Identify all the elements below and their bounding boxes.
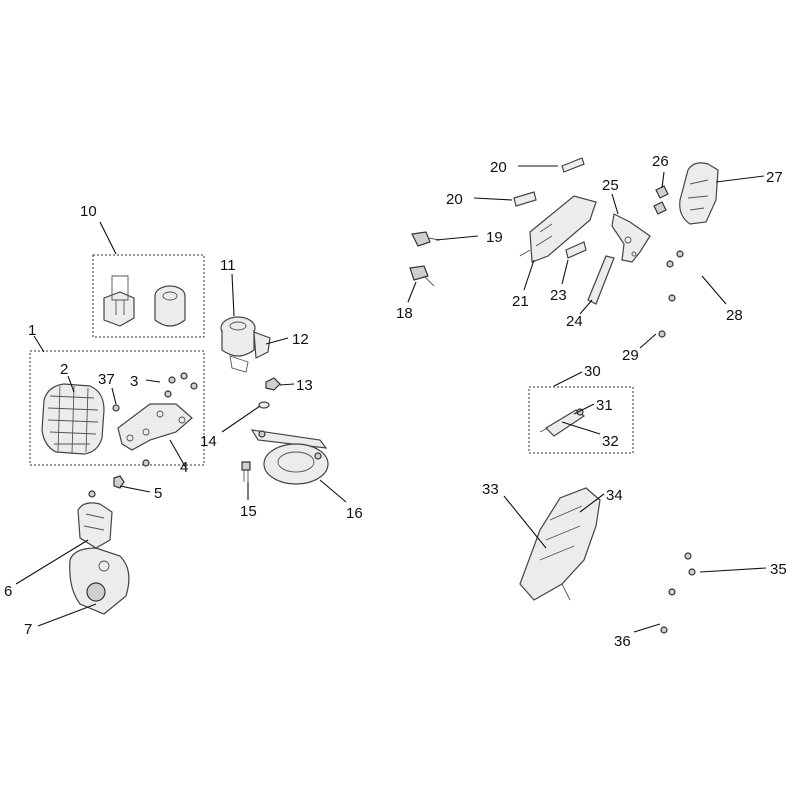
- callout-19: 19: [486, 229, 503, 246]
- callout-37: 37: [98, 371, 115, 388]
- callout-33: 33: [482, 481, 499, 498]
- part-26-nuts: [653, 185, 669, 215]
- part-18-bolt: [409, 265, 435, 287]
- part-28-screws: [666, 250, 684, 302]
- callout-24: 24: [566, 313, 583, 330]
- part-13-nut: [265, 377, 281, 391]
- callout-labels: 1 2 3 4 5 6 7 10 11 12 13 14 15 16 18 19…: [4, 153, 787, 650]
- part-37-screw: [112, 404, 120, 412]
- callout-20-lower: 20: [446, 191, 463, 208]
- part-27-housing: [679, 162, 719, 225]
- callout-5: 5: [154, 485, 162, 502]
- part-25-bracket: [611, 213, 651, 263]
- callout-14: 14: [200, 433, 217, 450]
- callout-13: 13: [296, 377, 313, 394]
- callout-11: 11: [220, 257, 236, 274]
- callout-16: 16: [346, 505, 363, 522]
- callout-10: 10: [80, 203, 97, 220]
- part-15-bolt: [241, 461, 251, 482]
- callout-36: 36: [614, 633, 631, 650]
- group-box-30: [528, 386, 634, 454]
- part-20-pad-lower: [513, 191, 537, 207]
- part-20-pad-upper: [561, 157, 585, 173]
- part-36-screws: [660, 588, 676, 634]
- part-29-screw: [658, 330, 666, 338]
- part-7-lower-housing: [69, 547, 130, 615]
- callout-27: 27: [766, 169, 783, 186]
- part-4-bracket: [117, 403, 193, 451]
- callout-23: 23: [550, 287, 567, 304]
- part-6-upper-housing: [77, 502, 113, 549]
- part-5-nut: [88, 459, 150, 498]
- callout-2: 2: [60, 361, 68, 378]
- part-21-mount: [519, 195, 597, 263]
- part-33-34-cover: [519, 487, 601, 601]
- callout-34: 34: [606, 487, 623, 504]
- leader-lines: [15, 165, 767, 633]
- callout-15: 15: [240, 503, 257, 520]
- callout-32: 32: [602, 433, 619, 450]
- part-2-headlight: [41, 383, 105, 455]
- callout-1: 1: [28, 322, 36, 339]
- part-14-washer: [258, 401, 270, 409]
- callout-18: 18: [396, 305, 413, 322]
- callout-20-upper: 20: [490, 159, 507, 176]
- callout-31: 31: [596, 397, 613, 414]
- callout-4: 4: [180, 459, 188, 476]
- part-12-switch-body: [229, 331, 271, 373]
- callout-3: 3: [130, 373, 138, 390]
- part-23-pad: [565, 241, 587, 259]
- callout-21: 21: [512, 293, 529, 310]
- callout-28: 28: [726, 307, 743, 324]
- part-35-screws: [684, 552, 696, 576]
- callout-7: 7: [24, 621, 32, 638]
- part-16-horn: [250, 429, 329, 485]
- part-24-strap: [587, 255, 615, 305]
- callout-30: 30: [584, 363, 601, 380]
- callout-35: 35: [770, 561, 787, 578]
- callout-26: 26: [652, 153, 669, 170]
- part-19-bolt: [411, 231, 441, 247]
- group-box-10: [92, 254, 205, 338]
- part-11-switch-knob: [220, 316, 256, 357]
- callout-25: 25: [602, 177, 619, 194]
- callout-29: 29: [622, 347, 639, 364]
- callout-6: 6: [4, 583, 12, 600]
- callout-12: 12: [292, 331, 309, 348]
- part-10-switch-assembly: [103, 275, 186, 327]
- part-3-screws: [164, 372, 198, 398]
